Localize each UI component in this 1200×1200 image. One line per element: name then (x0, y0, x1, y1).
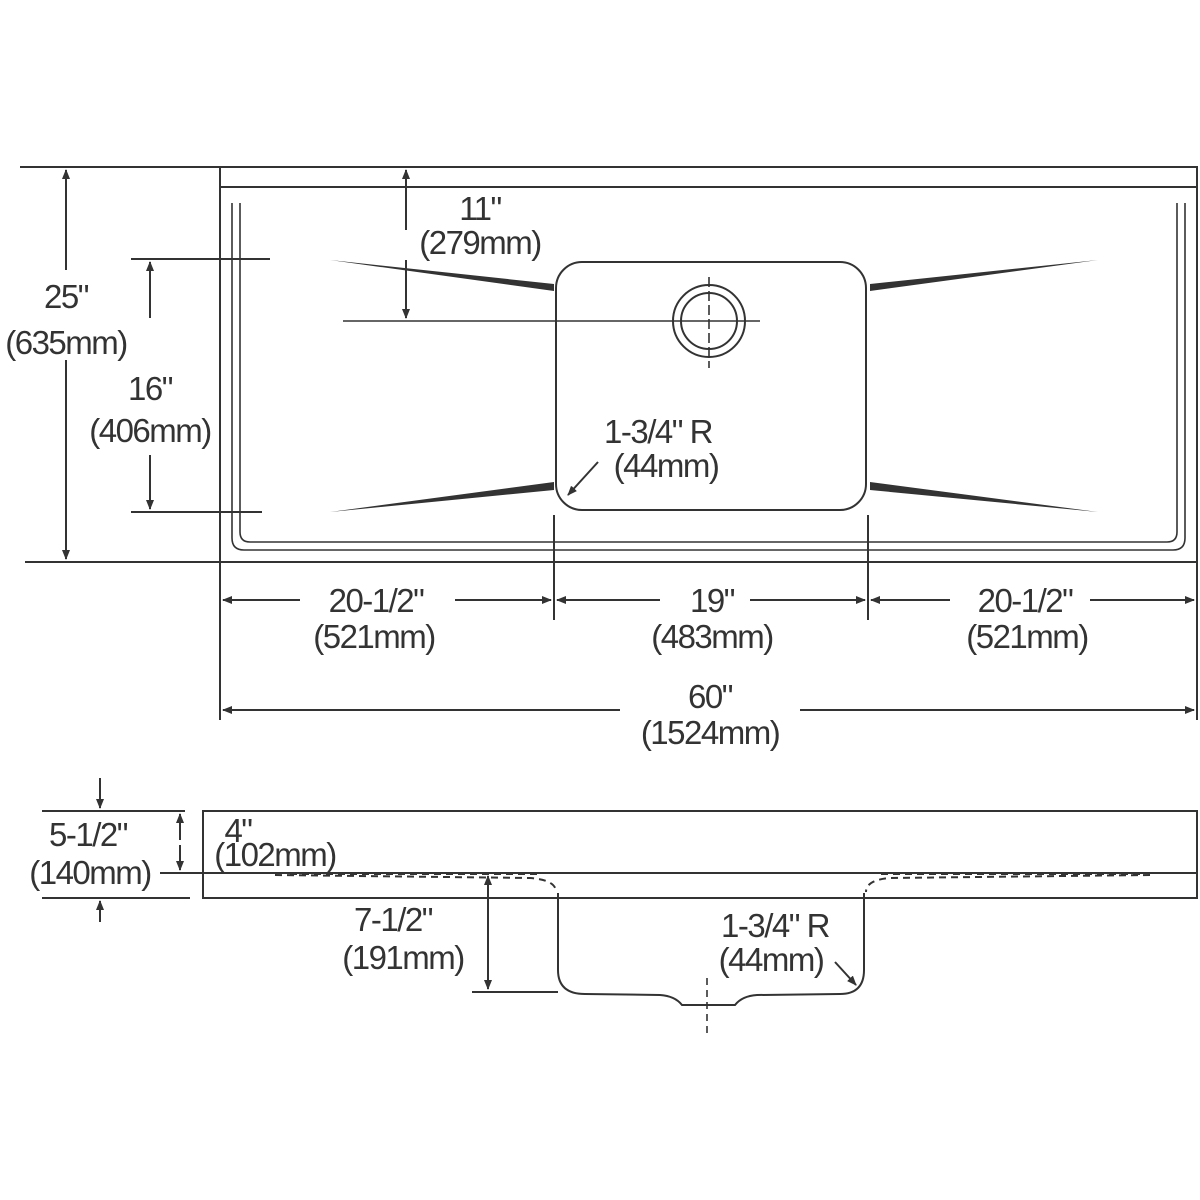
bowl-radius-imperial: 1-3/4" R (604, 413, 713, 450)
bowl-depth-section-imperial: 7-1/2" (354, 901, 433, 938)
section-radius-imperial: 1-3/4" R (721, 907, 830, 944)
backsplash-height-imperial: 4" (224, 812, 252, 849)
overall-width-imperial: 60" (688, 678, 733, 715)
overall-width-metric: (1524mm) (641, 714, 779, 751)
overall-height-imperial: 5-1/2" (49, 816, 128, 853)
sink-outline (219, 166, 1198, 563)
rib-top-left (330, 260, 554, 291)
rib-bottom-right (870, 482, 1098, 512)
slope-right (865, 874, 1151, 893)
bowl-width-metric: (483mm) (651, 618, 773, 655)
left-drainboard-metric: (521mm) (313, 618, 435, 655)
overall-depth-imperial: 25" (44, 278, 89, 315)
bowl-section (557, 893, 865, 1006)
right-drainboard-imperial: 20-1/2" (978, 582, 1074, 619)
section-radius-metric: (44mm) (719, 941, 824, 978)
bowl-width-imperial: 19" (690, 582, 735, 619)
rib-bottom-left (330, 482, 554, 512)
overall-depth-metric: (635mm) (5, 324, 127, 361)
plan-view (20, 166, 1198, 720)
section-view (42, 778, 1198, 1035)
bowl-outline (555, 261, 867, 511)
drain-offset-imperial: 11" (459, 190, 501, 227)
bowl-depth-section-metric: (191mm) (342, 939, 464, 976)
drain-offset-metric: (279mm) (419, 224, 541, 261)
overall-height-metric: (140mm) (29, 854, 151, 891)
backsplash-height-metric: (102mm) (214, 836, 336, 873)
rim-outer (231, 203, 1186, 551)
right-drainboard-metric: (521mm) (966, 618, 1088, 655)
slope-left (274, 874, 557, 893)
rib-top-right (870, 260, 1098, 291)
left-drainboard-imperial: 20-1/2" (329, 582, 425, 619)
bowl-depth-metric: (406mm) (89, 412, 211, 449)
bowl-radius-metric: (44mm) (614, 447, 719, 484)
drain-icon (343, 277, 760, 368)
bowl-depth-imperial: 16" (128, 370, 173, 407)
section-outline (202, 810, 1198, 899)
rim-inner (239, 203, 1178, 543)
